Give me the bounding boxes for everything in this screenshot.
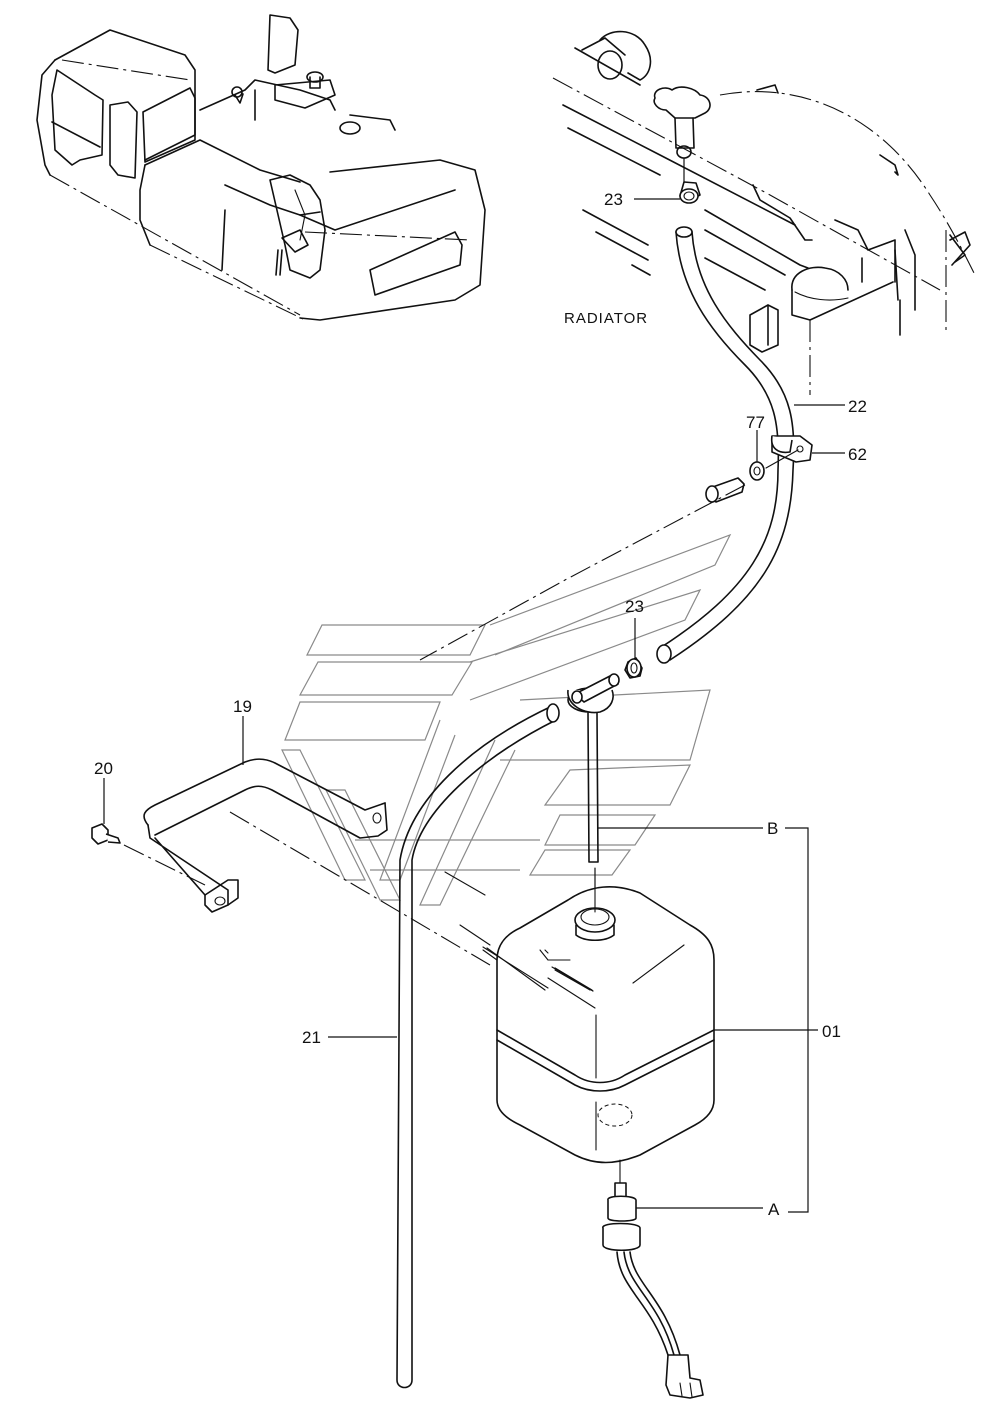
part-77-washer bbox=[749, 449, 799, 481]
callout-21: 21 bbox=[302, 1028, 321, 1047]
part-23-upper-hose-clamp bbox=[679, 181, 701, 204]
bolt-fastener bbox=[419, 477, 746, 661]
radiator-caption: RADIATOR bbox=[564, 310, 648, 327]
excavator-overview-illustration bbox=[36, 14, 486, 321]
part-b-tank-cap-with-tube bbox=[567, 673, 620, 912]
watermark-logo bbox=[281, 533, 732, 906]
callout-20: 20 bbox=[94, 759, 113, 778]
part-19-mounting-band bbox=[143, 758, 491, 966]
callout-22: 22 bbox=[848, 397, 867, 416]
callout-62: 62 bbox=[848, 445, 867, 464]
callout-23-upper: 23 bbox=[604, 190, 623, 209]
callout-a: A bbox=[768, 1200, 780, 1219]
part-22-overflow-hose bbox=[656, 226, 795, 664]
callout-19: 19 bbox=[233, 697, 252, 716]
callout-leaders bbox=[103, 198, 845, 1213]
part-21-drain-hose bbox=[396, 703, 560, 1389]
part-a-level-switch bbox=[602, 1182, 704, 1399]
callout-01: 01 bbox=[822, 1022, 841, 1041]
part-20-bolt bbox=[91, 823, 206, 886]
callout-b: B bbox=[767, 819, 778, 838]
callout-77: 77 bbox=[746, 413, 765, 432]
part-62-hose-clip bbox=[770, 435, 813, 463]
callout-23-lower: 23 bbox=[625, 597, 644, 616]
radiator-illustration bbox=[552, 30, 976, 395]
part-01-reservoir-tank bbox=[444, 867, 715, 1191]
part-23-lower-hose-clamp bbox=[624, 657, 643, 679]
